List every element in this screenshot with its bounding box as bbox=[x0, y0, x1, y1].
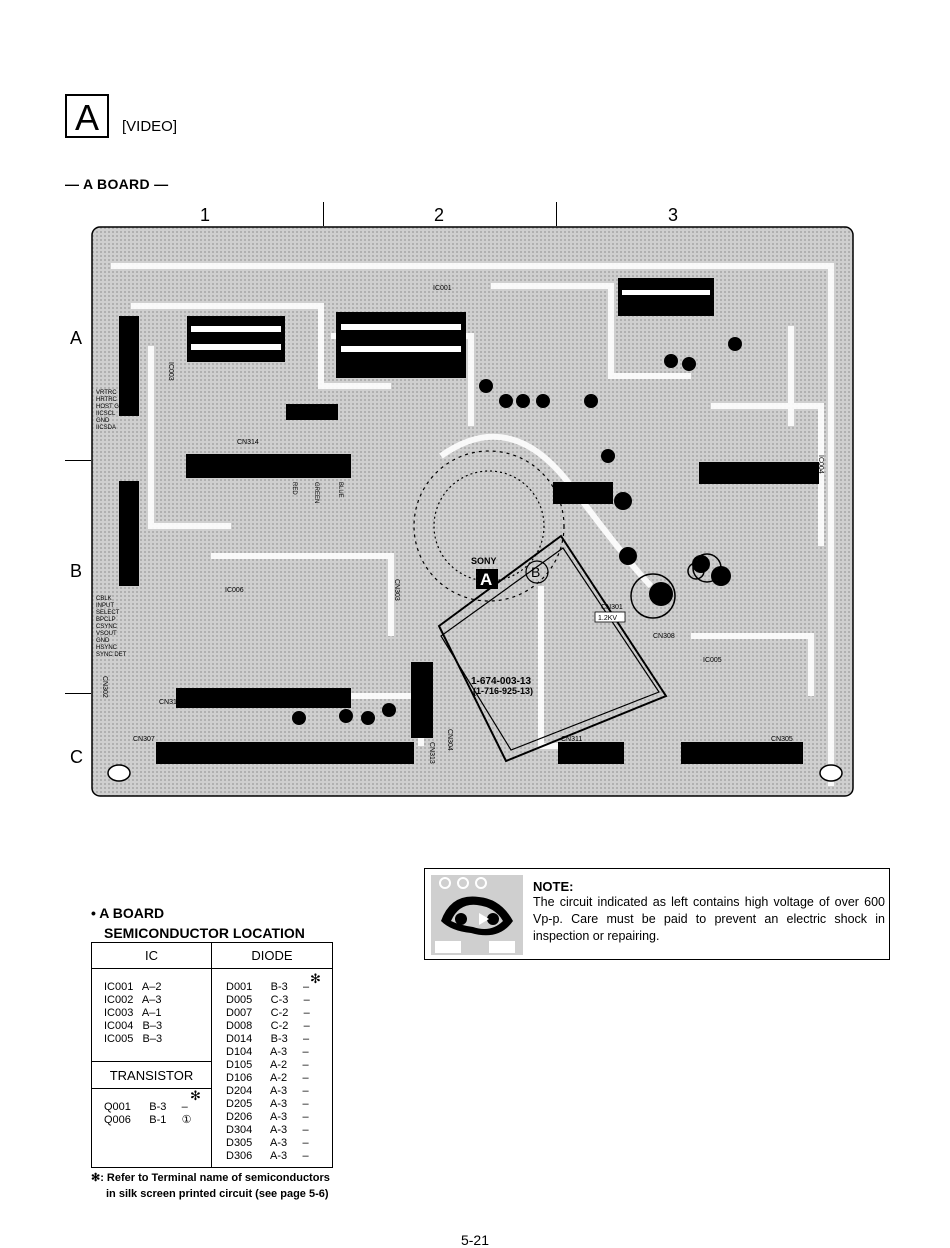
svg-text:IC001: IC001 bbox=[433, 285, 452, 292]
note-title: NOTE: bbox=[533, 879, 574, 894]
svg-text:IC006: IC006 bbox=[225, 587, 244, 594]
svg-text:RED: RED bbox=[291, 482, 297, 495]
high-voltage-note: NOTE: The circuit indicated as left cont… bbox=[424, 868, 890, 960]
svg-text:VRTRC: VRTRC bbox=[96, 390, 117, 396]
diode-asterisk: ✻ bbox=[310, 971, 321, 986]
svg-text:1.2KV: 1.2KV bbox=[598, 615, 617, 622]
grid-row-divider bbox=[65, 460, 91, 461]
footnote-line1: ✻: Refer to Terminal name of semiconduct… bbox=[91, 1172, 330, 1184]
diode-row: D106 A-2 – bbox=[226, 1072, 309, 1084]
svg-text:IC004: IC004 bbox=[817, 455, 824, 474]
svg-text:SELECT: SELECT bbox=[96, 610, 120, 616]
ic-row: IC003 A–1 bbox=[104, 1007, 162, 1019]
semiconductor-title: • A BOARD SEMICONDUCTOR LOCATION bbox=[91, 905, 305, 941]
diode-row: D007 C-2 – bbox=[226, 1007, 310, 1019]
svg-text:SYNC DET: SYNC DET bbox=[96, 652, 127, 658]
pcb-diagram: SONY A B 1-674-003-13 (1-716-925-13) 1.2… bbox=[91, 226, 854, 797]
svg-text:IC005: IC005 bbox=[703, 657, 722, 664]
grid-column-1: 1 bbox=[200, 205, 211, 225]
svg-text:CN312: CN312 bbox=[159, 699, 181, 706]
semiconductor-table: IC IC001 A–2 IC002 A–3 IC003 A–1 IC004 B… bbox=[91, 942, 333, 1168]
grid-column-divider bbox=[556, 202, 557, 226]
svg-text:SONY: SONY bbox=[471, 556, 497, 566]
diode-row: D304 A-3 – bbox=[226, 1124, 309, 1136]
diode-row: D205 A-3 – bbox=[226, 1098, 309, 1110]
svg-text:HOST GND2: HOST GND2 bbox=[96, 404, 132, 410]
svg-text:GND: GND bbox=[96, 418, 110, 424]
diode-column: DIODE ✻ D001 B-3 –D005 C-3 –D007 C-2 –D0… bbox=[212, 943, 332, 1167]
diode-row: D105 A-2 – bbox=[226, 1059, 309, 1071]
ic-transistor-column: IC IC001 A–2 IC002 A–3 IC003 A–1 IC004 B… bbox=[92, 943, 212, 1167]
diode-row: D306 A-3 – bbox=[226, 1150, 309, 1162]
svg-text:CN303: CN303 bbox=[393, 579, 400, 601]
transistor-row: Q006 B-1 ① bbox=[104, 1114, 192, 1126]
svg-text:IICSDA: IICSDA bbox=[96, 425, 116, 431]
transistor-divider bbox=[92, 1061, 211, 1062]
diode-row: D305 A-3 – bbox=[226, 1137, 309, 1149]
svg-text:CSYNC: CSYNC bbox=[96, 624, 118, 630]
svg-text:1-674-003-13: 1-674-003-13 bbox=[471, 676, 531, 687]
board-title: — A BOARD — bbox=[65, 176, 169, 192]
svg-text:CN306: CN306 bbox=[121, 322, 128, 344]
svg-text:GREEN: GREEN bbox=[313, 482, 319, 503]
ic-row: IC004 B–3 bbox=[104, 1020, 163, 1032]
note-text: The circuit indicated as left contains h… bbox=[533, 895, 885, 943]
svg-text:IC002: IC002 bbox=[681, 295, 700, 302]
diode-row: D008 C-2 – bbox=[226, 1020, 310, 1032]
diode-header: DIODE bbox=[212, 943, 332, 969]
diode-row: D206 A-3 – bbox=[226, 1111, 309, 1123]
ic-row: IC005 B–3 bbox=[104, 1033, 163, 1045]
grid-row-a: A bbox=[70, 328, 83, 348]
grid-column-divider bbox=[323, 202, 324, 226]
semiconductor-title-line1: A BOARD bbox=[99, 905, 165, 921]
transistor-row: Q001 B-3 – bbox=[104, 1101, 188, 1113]
diode-row: D104 A-3 – bbox=[226, 1046, 309, 1058]
svg-text:CN308: CN308 bbox=[653, 633, 675, 640]
grid-row-b: B bbox=[70, 561, 83, 581]
diode-row: D014 B-3 – bbox=[226, 1033, 310, 1045]
svg-text:B: B bbox=[531, 564, 540, 580]
ic-row: IC001 A–2 bbox=[104, 981, 162, 993]
transistor-header: TRANSISTOR bbox=[92, 1063, 211, 1089]
svg-text:CN304: CN304 bbox=[446, 729, 453, 751]
svg-text:HRTRC: HRTRC bbox=[96, 397, 118, 403]
svg-text:CN302: CN302 bbox=[101, 676, 108, 698]
svg-text:CN311: CN311 bbox=[561, 736, 582, 743]
svg-text:IICSCL: IICSCL bbox=[96, 411, 116, 417]
svg-text:CN313: CN313 bbox=[428, 742, 435, 764]
svg-text:BPCLP: BPCLP bbox=[96, 617, 116, 623]
footnote-line2: in silk screen printed circuit (see page… bbox=[106, 1188, 329, 1200]
svg-text:HSYNC: HSYNC bbox=[96, 645, 118, 651]
semiconductor-title-line2: SEMICONDUCTOR LOCATION bbox=[104, 925, 305, 941]
diode-row: D204 A-3 – bbox=[226, 1085, 309, 1097]
svg-text:CN301: CN301 bbox=[601, 604, 623, 611]
grid-row-divider bbox=[65, 693, 91, 694]
svg-text:VSOUT: VSOUT bbox=[96, 631, 117, 637]
high-voltage-area-icon bbox=[431, 875, 523, 955]
svg-text:(1-716-925-13): (1-716-925-13) bbox=[473, 686, 533, 696]
grid-column-2: 2 bbox=[434, 205, 445, 225]
ic-header: IC bbox=[92, 943, 211, 969]
svg-text:CN307: CN307 bbox=[133, 736, 155, 743]
semiconductor-footnote: ✻: Refer to Terminal name of semiconduct… bbox=[91, 1170, 330, 1202]
svg-text:GND: GND bbox=[96, 638, 110, 644]
diode-row: D005 C-3 – bbox=[226, 994, 310, 1006]
ic-row: IC002 A–3 bbox=[104, 994, 162, 1006]
svg-text:INPUT: INPUT bbox=[96, 603, 114, 609]
svg-text:CN309: CN309 bbox=[121, 492, 128, 514]
diode-row: D001 B-3 – bbox=[226, 981, 310, 993]
svg-text:A: A bbox=[480, 570, 492, 589]
grid-row-c: C bbox=[70, 747, 83, 767]
grid-column-3: 3 bbox=[668, 205, 679, 225]
svg-text:CN305: CN305 bbox=[771, 736, 793, 743]
transistor-asterisk: ✻ bbox=[190, 1088, 201, 1103]
svg-text:CBLK: CBLK bbox=[96, 596, 112, 602]
svg-text:CN314: CN314 bbox=[237, 439, 259, 446]
section-label: [VIDEO] bbox=[122, 118, 178, 135]
svg-text:IC003: IC003 bbox=[167, 362, 174, 381]
section-letter-box: A bbox=[65, 94, 109, 138]
svg-text:CN310: CN310 bbox=[413, 664, 420, 686]
page-number: 5-21 bbox=[460, 1232, 490, 1248]
svg-text:BLUE: BLUE bbox=[337, 482, 343, 498]
